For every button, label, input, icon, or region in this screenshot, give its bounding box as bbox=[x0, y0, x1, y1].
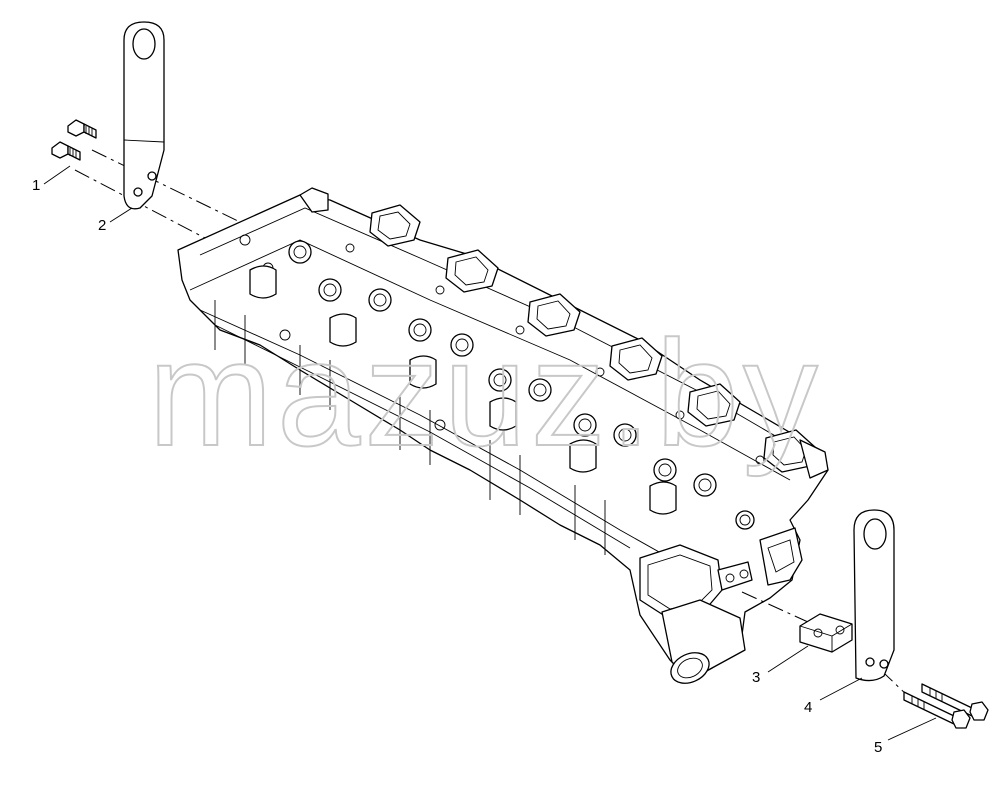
skirt-ribs bbox=[214, 300, 606, 555]
cylinder-head bbox=[177, 187, 829, 684]
callout-1: 1 bbox=[32, 177, 40, 194]
leader-3 bbox=[767, 645, 809, 673]
lifting-bracket-rear bbox=[853, 509, 895, 682]
leader-2 bbox=[109, 207, 133, 223]
callout-5: 5 bbox=[874, 739, 882, 756]
lifting-bracket-front bbox=[123, 21, 165, 210]
callout-2: 2 bbox=[98, 217, 106, 234]
lifter-bosses bbox=[249, 265, 677, 515]
water-outlet bbox=[639, 527, 803, 684]
callout-4: 4 bbox=[804, 699, 812, 716]
bolts-rear bbox=[903, 683, 989, 729]
valve-bores bbox=[239, 234, 765, 530]
leader-4 bbox=[819, 677, 863, 701]
spacer-block bbox=[799, 613, 853, 653]
leader-5 bbox=[887, 717, 937, 741]
watermark: mazuz.by bbox=[148, 309, 822, 477]
port-openings bbox=[369, 204, 817, 473]
bolts-front bbox=[51, 119, 97, 161]
assembly-line-top bbox=[91, 149, 241, 223]
leader-1 bbox=[43, 165, 71, 185]
callout-3: 3 bbox=[752, 669, 760, 686]
